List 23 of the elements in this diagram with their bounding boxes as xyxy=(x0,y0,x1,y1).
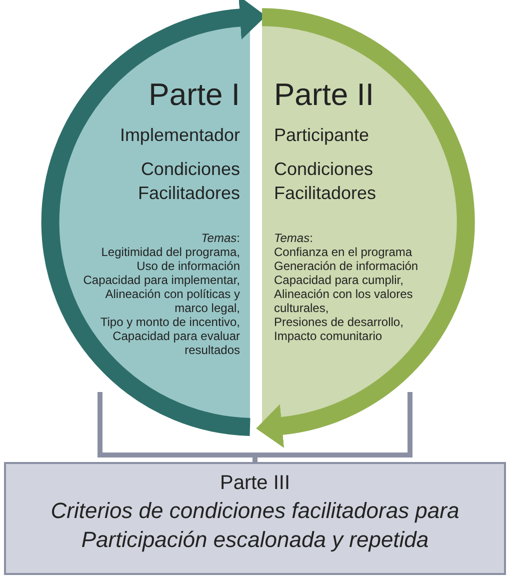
topic-item: Legitimidad del programa, xyxy=(101,245,240,259)
role-subheading: Implementador xyxy=(120,124,240,147)
topic-item: Uso de información xyxy=(136,259,240,273)
topic-item: Alineación con los valores culturales, xyxy=(274,287,414,315)
criteria-text: Criterios de condiciones facilitadoras para Participación escalonada y repetida xyxy=(50,497,460,554)
role-subheading: Participante xyxy=(274,124,370,147)
part-heading: Parte II xyxy=(274,77,374,113)
criteria-box xyxy=(4,462,506,575)
topic-item: Capacidad para implementar, xyxy=(83,273,240,287)
topic-item: Confianza en el programa xyxy=(274,245,412,259)
conditions-heading: Condiciones Facilitadores xyxy=(274,158,378,205)
topic-item: Tipo y monto de incentivo, xyxy=(100,315,240,329)
conditions-heading: Condiciones Facilitadores xyxy=(136,158,240,205)
topic-item: Generación de información xyxy=(274,259,418,273)
topic-item: Alineación con políticas y marco legal, xyxy=(104,287,240,315)
topic-item: Capacidad para cumplir, xyxy=(274,273,404,287)
part-heading: Parte III xyxy=(218,471,292,496)
topics-label: Temas: xyxy=(274,231,313,245)
topic-item: Presiones de desarrollo, xyxy=(274,315,404,329)
topics-label: Temas: xyxy=(201,231,240,245)
topic-item: Capacidad para evaluar resultados xyxy=(112,329,240,357)
part-heading: Parte I xyxy=(148,77,240,113)
topic-item: Impacto comunitario xyxy=(274,329,382,343)
